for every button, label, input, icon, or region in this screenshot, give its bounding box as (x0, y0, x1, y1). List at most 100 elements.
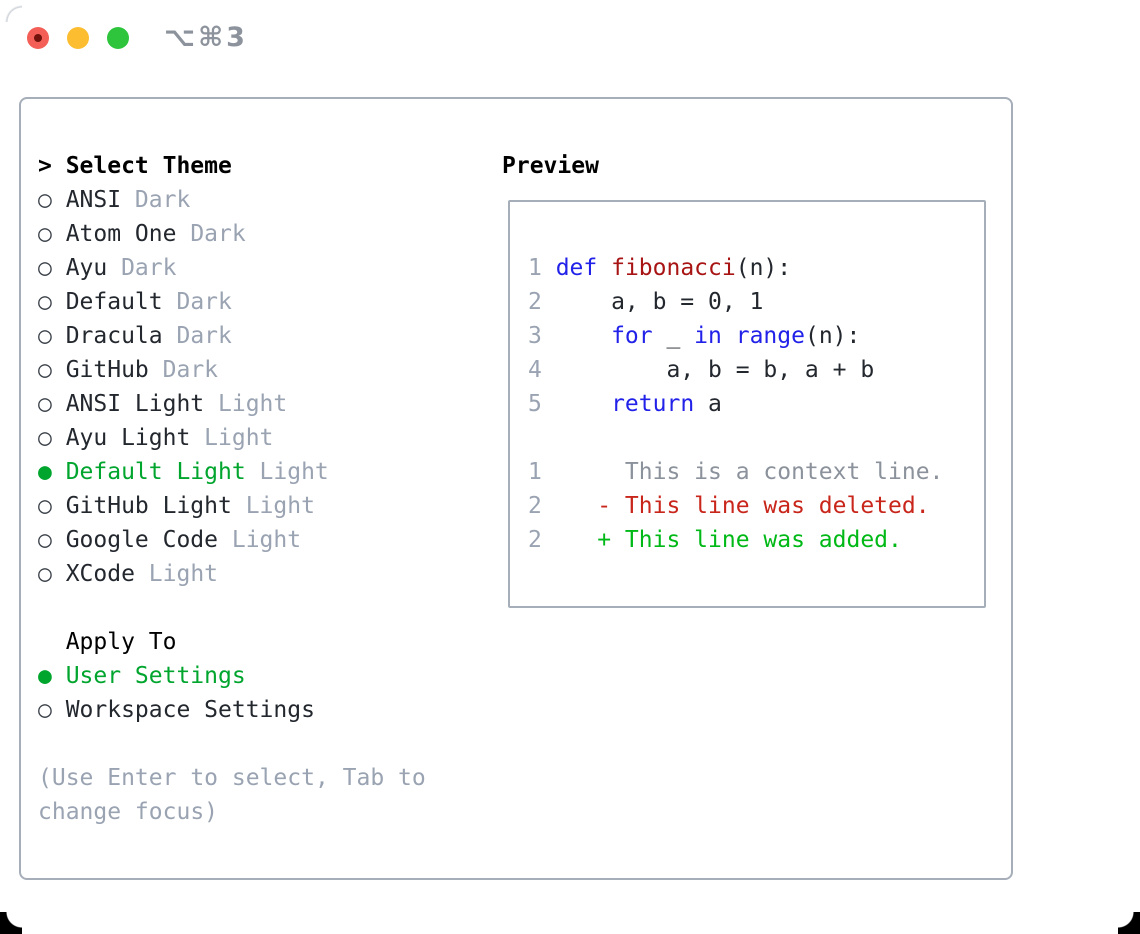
code-token: This is a context line. (555, 459, 944, 485)
theme-variant: Light (245, 493, 315, 519)
spacer (38, 591, 426, 625)
hint-line: (Use Enter to select, Tab to (38, 765, 426, 791)
theme-name: Default Light (65, 459, 246, 485)
keyboard-hint: (Use Enter to select, Tab to change focus… (38, 761, 426, 829)
line-number: 2 (528, 493, 542, 519)
theme-option[interactable]: ○ GitHub Light Light (38, 489, 426, 523)
theme-name: Google Code (65, 527, 219, 553)
apply-option-label: Workspace Settings (65, 697, 315, 723)
code-token: in (694, 323, 722, 349)
theme-option[interactable]: ○ ANSI Light Light (38, 387, 426, 421)
traffic-lights (27, 27, 129, 49)
theme-name: GitHub Light (65, 493, 232, 519)
theme-option[interactable]: ○ XCode Light (38, 557, 426, 591)
theme-variant: Light (231, 527, 302, 553)
radio-icon: ○ (38, 289, 52, 315)
code-token: for (611, 323, 653, 349)
line-number: 2 (528, 289, 542, 315)
theme-variant: Dark (121, 255, 177, 281)
preview-blank-line (528, 421, 943, 455)
code-token (597, 255, 611, 281)
theme-variant: Dark (176, 323, 232, 349)
apply-to-header: Apply To (38, 625, 426, 659)
apply-to-label: Apply To (65, 629, 177, 655)
theme-variant: Light (148, 561, 219, 587)
preview-line: 1 This is a context line. (528, 455, 943, 489)
line-number: 5 (528, 391, 542, 417)
preview-line: 2 - This line was deleted. (528, 489, 943, 523)
code-token: - This line was deleted. (555, 493, 930, 519)
code-token: (n): (804, 323, 861, 349)
theme-name: ANSI (65, 187, 122, 213)
minimize-button[interactable] (67, 27, 89, 49)
theme-name: XCode (65, 561, 135, 587)
window-title: ⌥⌘3 (164, 22, 248, 53)
theme-name: Ayu Light (65, 425, 191, 451)
select-theme-label: Select Theme (65, 153, 232, 179)
theme-name: GitHub (65, 357, 149, 383)
line-number: 1 (528, 255, 542, 281)
theme-option[interactable]: ○ ANSI Dark (38, 183, 426, 217)
apply-option[interactable]: ○ Workspace Settings (38, 693, 426, 727)
code-token: a, b = 0, 1 (555, 289, 764, 315)
radio-icon: ○ (38, 391, 52, 417)
radio-icon: ○ (38, 255, 52, 281)
preview-line: 2 + This line was added. (528, 523, 943, 557)
radio-icon: ○ (38, 323, 52, 349)
theme-variant: Dark (162, 357, 219, 383)
code-token: a (694, 391, 722, 417)
line-number: 1 (528, 459, 542, 485)
radio-icon: ○ (38, 221, 52, 247)
code-token (722, 323, 736, 349)
theme-variant: Dark (134, 187, 191, 213)
code-token: (n): (735, 255, 792, 281)
theme-name: Atom One (65, 221, 177, 247)
radio-icon: ○ (38, 187, 52, 213)
preview-header: Preview (502, 153, 599, 179)
theme-option[interactable]: ○ Google Code Light (38, 523, 426, 557)
radio-selected-icon: ● (38, 663, 52, 689)
radio-icon: ○ (38, 425, 52, 451)
code-token: + This line was added. (555, 527, 902, 553)
code-token: range (735, 323, 805, 349)
preview-line: 1 def fibonacci(n): (528, 251, 943, 285)
radio-icon: ○ (38, 527, 52, 553)
hint-line: change focus) (38, 799, 219, 825)
theme-name: Ayu (65, 255, 108, 281)
theme-variant: Light (218, 391, 288, 417)
theme-name: ANSI Light (65, 391, 205, 417)
preview-line: 4 a, b = b, a + b (528, 353, 943, 387)
code-token: fibonacci (611, 255, 736, 281)
spacer (38, 727, 426, 761)
theme-option[interactable]: ○ GitHub Dark (38, 353, 426, 387)
theme-option[interactable]: ○ Ayu Dark (38, 251, 426, 285)
line-number: 2 (528, 527, 542, 553)
window-corner (0, 912, 22, 934)
radio-icon: ○ (38, 697, 52, 723)
code-token: a, b = b, a + b (555, 357, 875, 383)
apply-option[interactable]: ●User Settings (38, 659, 426, 693)
code-token: _ (652, 323, 695, 349)
preview-line: 5 return a (528, 387, 943, 421)
radio-icon: ○ (38, 493, 52, 519)
zoom-button[interactable] (107, 27, 129, 49)
theme-name: Default (65, 289, 163, 315)
close-button[interactable] (27, 27, 49, 49)
radio-icon: ○ (38, 357, 52, 383)
code-token (556, 323, 611, 349)
theme-option[interactable]: ○ Atom One Dark (38, 217, 426, 251)
line-number: 3 (528, 323, 542, 349)
theme-variant: Light (259, 459, 329, 485)
theme-variant: Dark (190, 221, 246, 247)
code-token: return (611, 391, 695, 417)
radio-icon: ○ (38, 561, 52, 587)
code-token: def (555, 255, 598, 281)
focus-caret-icon: > (38, 153, 52, 179)
